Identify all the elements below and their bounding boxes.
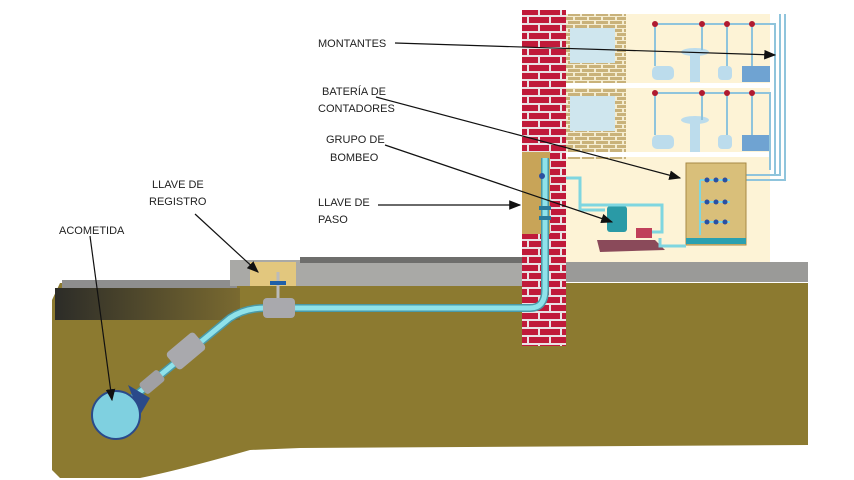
- pump-group: [545, 176, 686, 252]
- arrow-grupo: [384, 144, 614, 224]
- soil: [52, 283, 808, 478]
- label-grupo-1: GRUPO DE: [326, 134, 385, 146]
- gravel-layer: [55, 288, 240, 320]
- label-llave-registro-1: LLAVE DE: [152, 179, 204, 191]
- arrow-bateria: [375, 96, 682, 180]
- meter-battery: [685, 162, 747, 246]
- road-surface: [62, 280, 237, 288]
- llave-registro-valve: [263, 272, 295, 318]
- pipe-collar: [139, 370, 165, 394]
- arrow-llave-registro: [194, 213, 259, 273]
- main-water-pipe: [91, 385, 150, 440]
- label-grupo-2: BOMBEO: [330, 152, 379, 164]
- pipe-coupling: [166, 332, 206, 370]
- label-acometida: ACOMETIDA: [59, 225, 125, 237]
- arrow-montantes: [394, 42, 777, 60]
- label-llave-registro-2: REGISTRO: [149, 196, 207, 208]
- label-llave-paso-2: PASO: [318, 214, 348, 226]
- fixtures: [652, 48, 770, 152]
- arrow-acometida: [89, 235, 116, 402]
- label-llave-paso-1: LLAVE DE: [318, 197, 370, 209]
- montantes-pipes: [654, 14, 786, 181]
- building-floor: [560, 262, 808, 282]
- label-bateria-1: BATERÍA DE: [322, 85, 386, 98]
- label-bateria-2: CONTADORES: [318, 103, 395, 115]
- label-montantes: MONTANTES: [318, 38, 386, 50]
